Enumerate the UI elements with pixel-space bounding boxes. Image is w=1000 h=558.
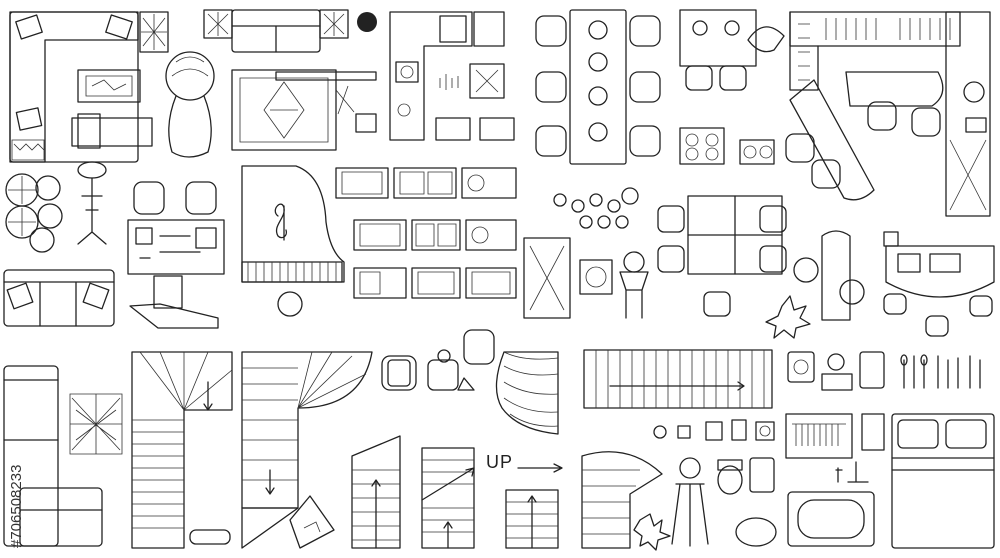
kitchen-counter-icon xyxy=(390,12,514,140)
toilet-icon xyxy=(718,458,774,494)
lounge-chair-icon xyxy=(72,114,152,148)
bed-icon xyxy=(892,414,994,548)
stair-short-icon xyxy=(506,490,558,548)
cutlery-icon xyxy=(901,355,980,388)
floor-lamp-icon xyxy=(78,162,106,244)
bar-counter-icon xyxy=(786,12,990,216)
small-items-icon xyxy=(554,188,638,228)
bed-small-icon xyxy=(524,238,570,318)
cooktop-icon xyxy=(680,128,774,164)
large-sofa-icon xyxy=(4,366,102,546)
washer-icon xyxy=(580,260,612,294)
stair-round-icon xyxy=(582,452,662,548)
fur-rug-icon xyxy=(70,394,122,454)
reception-desk-icon xyxy=(794,231,994,336)
armchair-icon xyxy=(382,330,494,390)
coffee-table-icon xyxy=(78,70,140,102)
hanging-chair-icon xyxy=(166,52,214,157)
up-arrow-icon xyxy=(518,464,562,472)
office-desks-icon xyxy=(658,196,786,316)
staircase-icon xyxy=(132,352,232,548)
stock-id-watermark: #706508233 xyxy=(6,300,26,550)
sofa-three-seat-icon xyxy=(4,270,114,326)
desk-with-chairs-icon xyxy=(680,10,784,90)
wine-shelf-icon xyxy=(790,12,960,90)
long-staircase-icon xyxy=(584,350,772,408)
spiral-stair-icon xyxy=(496,352,558,434)
plant-small-icon xyxy=(766,296,810,338)
sofa-icon xyxy=(204,10,377,52)
faucet-icon xyxy=(836,462,868,482)
office-desk-icon xyxy=(128,182,224,274)
appliance-icon xyxy=(654,352,884,440)
l-sofa-icon xyxy=(10,12,138,162)
chaise-lounge-icon xyxy=(130,276,218,328)
keyboard-icon xyxy=(786,414,884,458)
curved-staircase-icon xyxy=(242,352,372,548)
stair-small-icon xyxy=(352,436,474,548)
plant-box-icon xyxy=(140,12,168,52)
person-icon xyxy=(620,252,648,318)
potted-plant-icon xyxy=(6,174,62,252)
easel-icon xyxy=(634,458,708,550)
bathtub-icon xyxy=(736,492,874,546)
stock-id-text: #706508233 xyxy=(8,464,25,548)
dining-table-icon xyxy=(536,10,660,164)
rug-icon xyxy=(232,70,376,150)
up-arrow-label: UP xyxy=(486,452,514,472)
grand-piano-icon xyxy=(242,166,344,316)
sink-icon xyxy=(336,168,516,298)
